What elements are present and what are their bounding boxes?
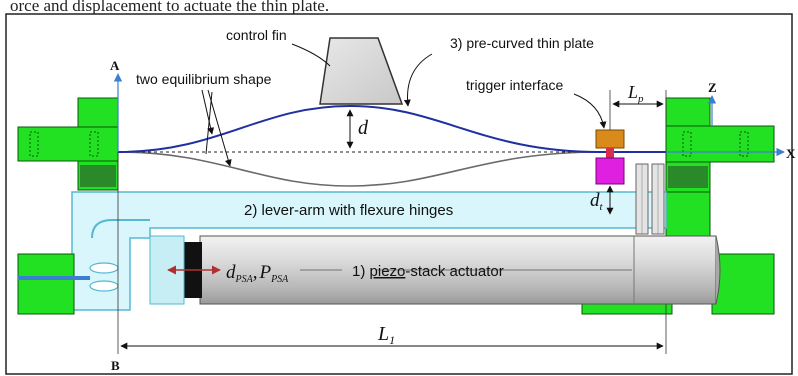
axis-z-label: Z xyxy=(708,80,717,95)
right-clamp xyxy=(665,97,775,193)
trigger-label: trigger interface xyxy=(466,77,563,93)
axis-x-label: X xyxy=(786,146,796,161)
l1-label: L1 xyxy=(377,323,395,347)
d-label: d xyxy=(358,117,369,139)
lever-arm-label: 2) lever-arm with flexure hinges xyxy=(244,202,453,219)
trigger-interface xyxy=(595,129,625,185)
caption-fragment: orce and displacement to actuate the thi… xyxy=(10,0,330,15)
trigger-pointer xyxy=(573,93,607,129)
axis-a-label: A xyxy=(110,58,120,73)
equilibrium-label: two equilibrium shape xyxy=(136,71,272,87)
lp-label: Lp xyxy=(627,82,644,105)
thin-plate-label: 3) pre-curved thin plate xyxy=(450,35,594,51)
psa-label: dPSA,PPSA xyxy=(226,262,289,285)
control-fin xyxy=(319,37,404,105)
control-fin-label: control fin xyxy=(226,27,287,43)
upper-equilibrium-shape xyxy=(117,104,666,153)
lower-equilibrium-shape xyxy=(117,151,601,187)
equilibrium-pointer-3 xyxy=(205,91,213,155)
control-fin-pointer xyxy=(291,43,331,67)
bottom-left-base xyxy=(17,253,90,315)
bottom-right-base xyxy=(711,253,775,315)
actuator-label: 1) piezo-stack actuator xyxy=(352,263,504,280)
dt-label: dt xyxy=(590,190,604,213)
connector-rods xyxy=(635,163,665,235)
axis-b-label: B xyxy=(111,358,120,373)
left-clamp xyxy=(17,97,119,191)
right-post xyxy=(665,191,711,241)
equilibrium-pointer-2 xyxy=(207,89,232,167)
figure-frame xyxy=(5,13,793,375)
equilibrium-pointer-1 xyxy=(201,89,215,135)
thin-plate-pointer xyxy=(403,53,433,107)
piezo-stack-actuator xyxy=(149,235,721,305)
